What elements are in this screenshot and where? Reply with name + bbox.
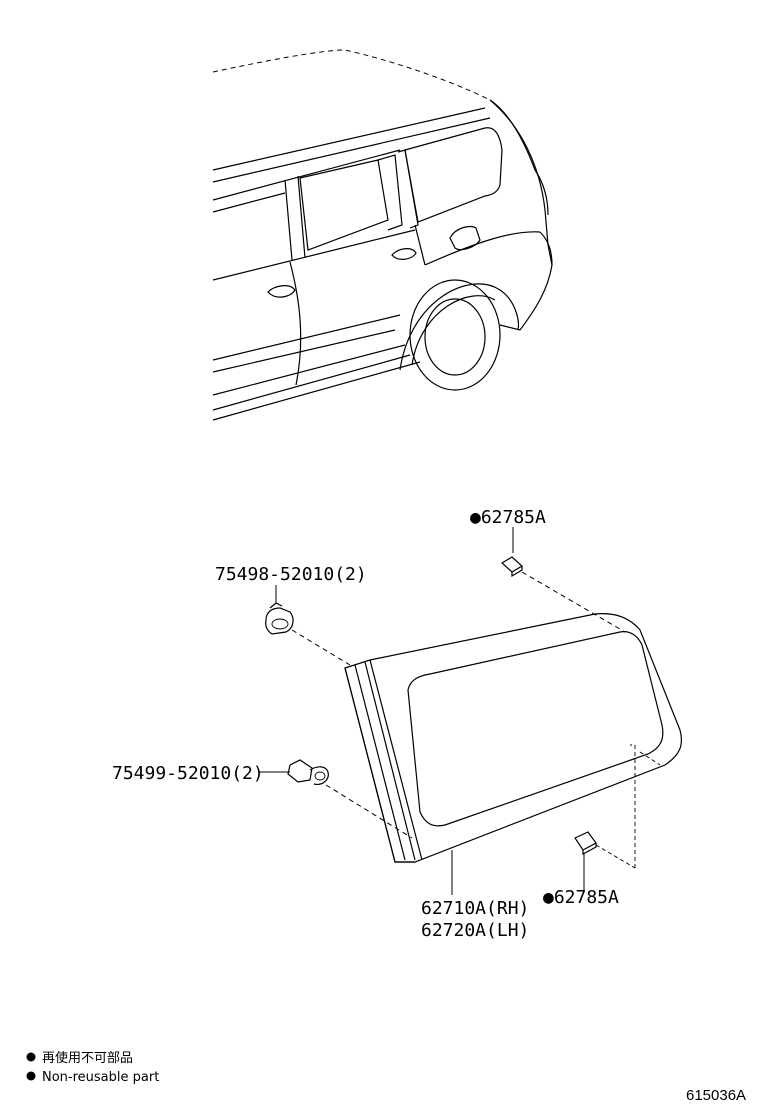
callout-clip-bottom: ●62785A [543, 887, 619, 908]
callout-glass-lh: 62720A(LH) [421, 920, 529, 941]
diagram-code: 615036A [686, 1087, 746, 1104]
bracket-upper-part [265, 585, 351, 666]
legend-bullet-icon [26, 1071, 36, 1081]
callout-glass-rh: 62710A(RH) [421, 898, 529, 919]
legend-line-english: Non-reusable part [42, 1070, 159, 1085]
callout-bracket-lower: 75499-52010(2) [112, 763, 264, 784]
callout-clip-top: ●62785A [470, 507, 546, 528]
quarter-glass-assembly [344, 613, 683, 863]
clip-lower-part [574, 744, 661, 893]
legend-line-japanese: 再使用不可部品 [42, 1050, 133, 1066]
vehicle-rear-quarter-illustration [212, 49, 553, 421]
legend: 再使用不可部品 Non-reusable part [26, 1050, 159, 1085]
legend-bullet-icon [26, 1052, 36, 1062]
callout-bracket-upper: 75498-52010(2) [215, 564, 367, 585]
bracket-lower-part [258, 759, 413, 839]
clip-upper-part [500, 527, 626, 633]
